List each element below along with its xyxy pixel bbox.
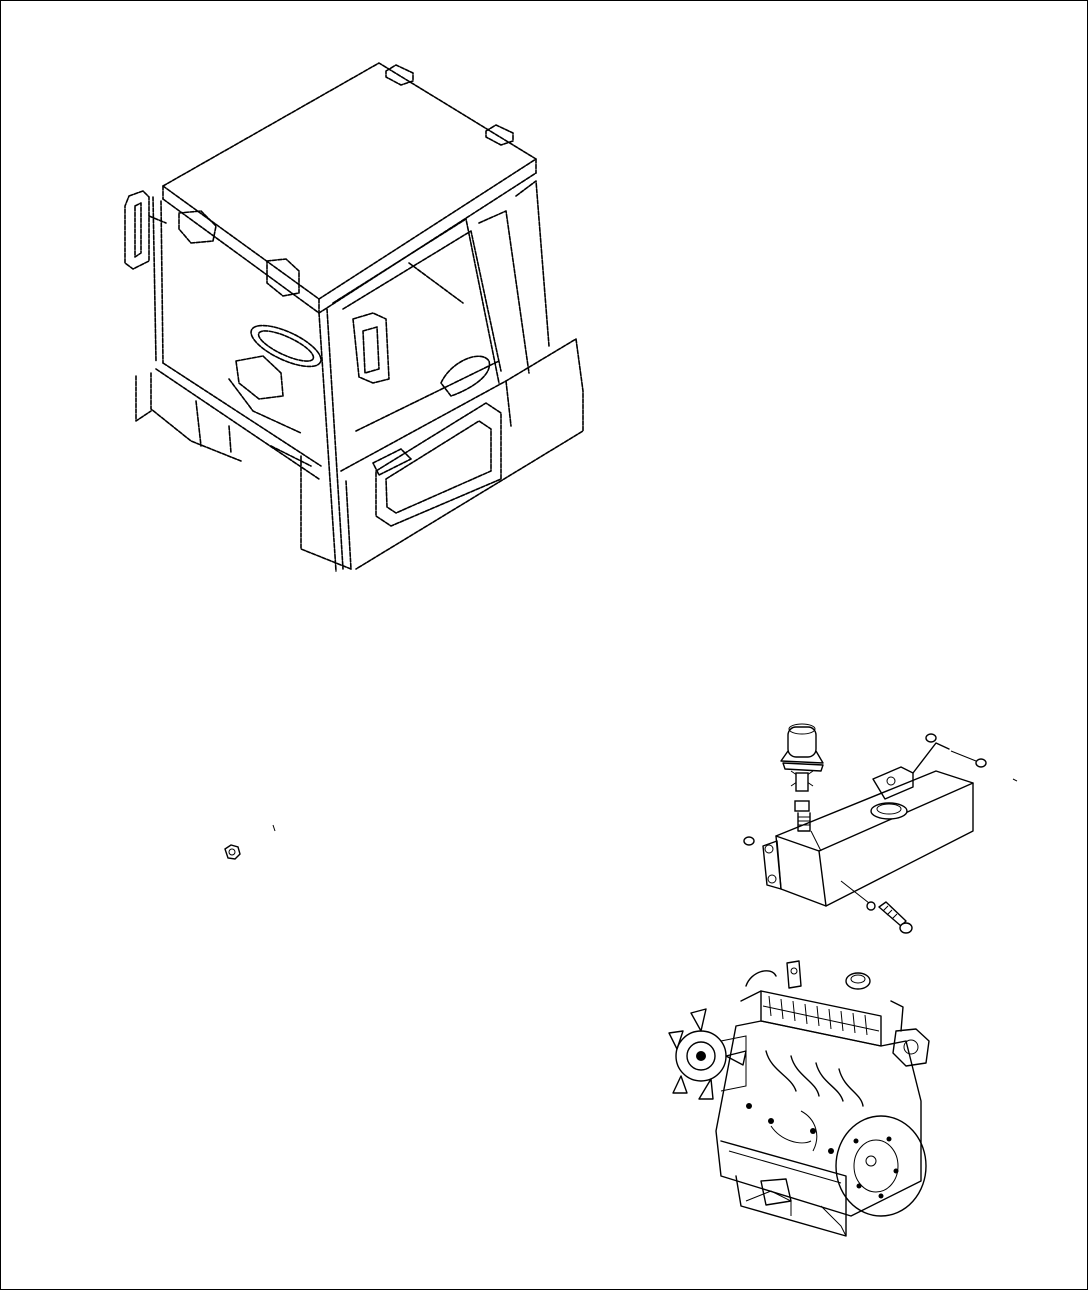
operator-cab-illustration	[124, 62, 584, 572]
hex-nut-illustration	[224, 824, 276, 860]
diesel-engine-illustration	[668, 960, 930, 1237]
reservoir-tank-illustration	[743, 723, 1018, 934]
